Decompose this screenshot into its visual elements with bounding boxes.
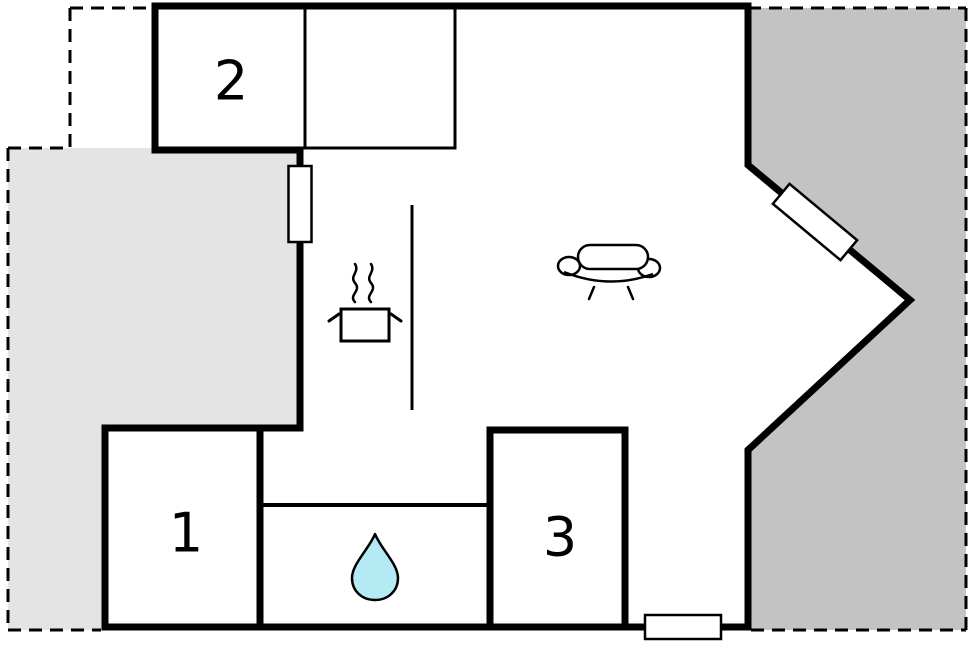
entrance-partition-wall: [303, 6, 457, 150]
water-drop-icon: [350, 532, 400, 602]
house-floor: [105, 6, 910, 627]
steam-icon: [351, 262, 375, 304]
room-2-label: 2: [214, 50, 248, 113]
room-1-label: 1: [169, 502, 203, 565]
window-diagonal: [771, 182, 859, 262]
house-outline-wall: [101, 2, 916, 631]
window-bottom: [643, 613, 723, 641]
terrace-left: [8, 148, 300, 630]
window-left: [287, 164, 313, 244]
room-3-walls: [486, 426, 629, 627]
room-3-label: 3: [543, 506, 577, 569]
plot-boundary-dashed: [6, 6, 968, 632]
stove-pot-icon: [327, 262, 403, 343]
sofa-icon: [556, 243, 662, 301]
